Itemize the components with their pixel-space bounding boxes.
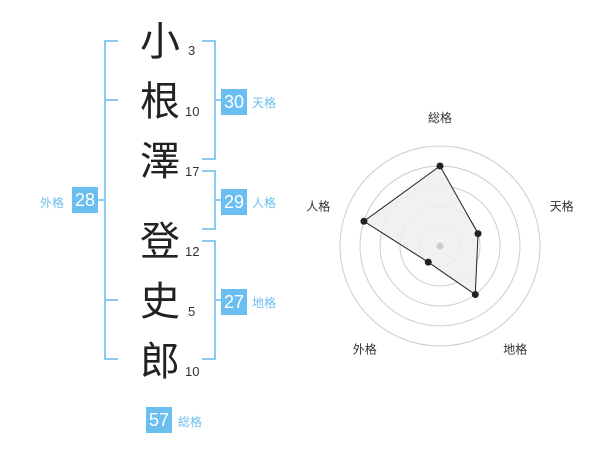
bracket-tick bbox=[104, 99, 118, 101]
gaikaku-bracket bbox=[104, 40, 118, 360]
radar-center-point bbox=[436, 242, 444, 250]
radar-data-area bbox=[363, 165, 479, 296]
tenkaku-connector bbox=[214, 99, 222, 101]
tenkaku-value: 30 bbox=[221, 89, 247, 115]
gaikaku-label: 外格 bbox=[40, 196, 65, 210]
name-char-3: 澤 bbox=[140, 139, 180, 185]
radar-data-point bbox=[436, 162, 444, 170]
radar-axis-label: 外格 bbox=[353, 342, 377, 357]
radar-data-point bbox=[360, 217, 368, 225]
stroke-count: 3 bbox=[188, 43, 196, 58]
name-char-4: 登 bbox=[140, 219, 180, 265]
radar-data-point bbox=[474, 230, 482, 238]
radar-axis-label: 天格 bbox=[550, 198, 574, 213]
tenkaku-label: 天格 bbox=[252, 96, 277, 110]
chikaku-label: 地格 bbox=[252, 296, 277, 310]
stroke-count: 5 bbox=[188, 304, 196, 319]
soukaku-label: 総格 bbox=[178, 415, 203, 429]
radar-grid-ring bbox=[339, 145, 541, 347]
jinkaku-value: 29 bbox=[221, 189, 247, 215]
radar-axis-label: 地格 bbox=[503, 342, 527, 357]
radar-axis-label: 総格 bbox=[428, 110, 452, 125]
name-char-2: 根 bbox=[140, 79, 180, 125]
stroke-count: 10 bbox=[185, 104, 200, 119]
stroke-count: 12 bbox=[185, 244, 200, 259]
radar-data-point bbox=[471, 291, 479, 299]
chikaku-connector bbox=[214, 299, 222, 301]
name-char-6: 郎 bbox=[140, 339, 180, 385]
radar-data-point bbox=[424, 258, 432, 266]
stroke-count: 17 bbox=[185, 164, 200, 179]
jinkaku-connector bbox=[214, 199, 222, 201]
name-char-1: 小 bbox=[140, 19, 180, 65]
gaikaku-value: 28 bbox=[72, 187, 98, 213]
radar-axis-label: 人格 bbox=[306, 198, 330, 213]
soukaku-value: 57 bbox=[146, 407, 172, 433]
gaikaku-connector bbox=[98, 199, 106, 201]
stroke-count: 10 bbox=[185, 364, 200, 379]
bracket-tick bbox=[104, 299, 118, 301]
jinkaku-label: 人格 bbox=[252, 196, 277, 210]
chikaku-value: 27 bbox=[221, 289, 247, 315]
name-char-5: 史 bbox=[140, 279, 180, 325]
